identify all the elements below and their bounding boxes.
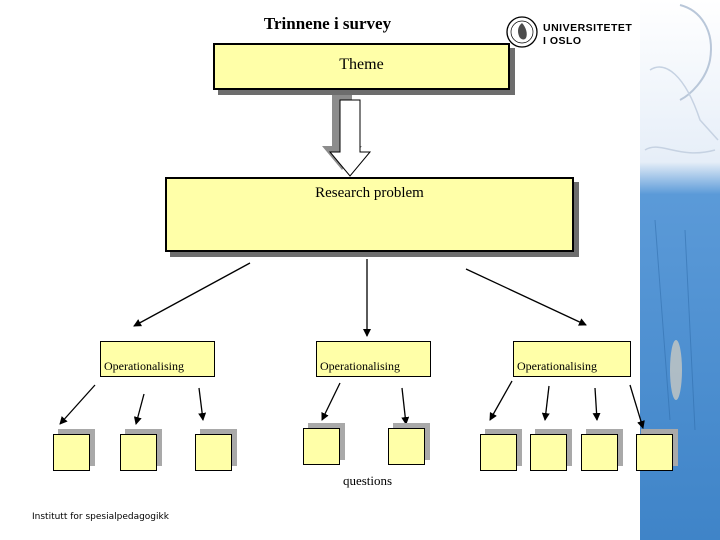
question-box bbox=[303, 428, 340, 465]
research-problem-box: Research problem bbox=[165, 177, 574, 252]
questions-label: questions bbox=[342, 473, 393, 488]
operationalising-box-left: Operationalising bbox=[100, 341, 215, 377]
logo-line-2: I OSLO bbox=[543, 35, 582, 47]
question-box bbox=[195, 434, 232, 471]
question-box bbox=[53, 434, 90, 471]
arrow-to-op-left bbox=[133, 262, 251, 327]
theme-box: Theme bbox=[213, 43, 510, 90]
arrow-to-op-right bbox=[465, 268, 587, 326]
theme-to-problem-arrow bbox=[322, 92, 372, 177]
slide-title: Trinnene i survey bbox=[263, 14, 392, 33]
question-box bbox=[480, 434, 517, 471]
operationalising-box-right: Operationalising bbox=[513, 341, 631, 377]
question-box bbox=[581, 434, 618, 471]
question-box bbox=[636, 434, 673, 471]
question-box bbox=[530, 434, 567, 471]
question-box bbox=[388, 428, 425, 465]
footer-text: Institutt for spesialpedagogikk bbox=[32, 512, 169, 522]
university-seal-icon bbox=[506, 16, 538, 48]
logo-line-1: UNIVERSITETET bbox=[543, 22, 633, 34]
question-box bbox=[120, 434, 157, 471]
operationalising-box-center: Operationalising bbox=[316, 341, 431, 377]
university-logo: UNIVERSITETET I OSLO bbox=[503, 12, 635, 52]
